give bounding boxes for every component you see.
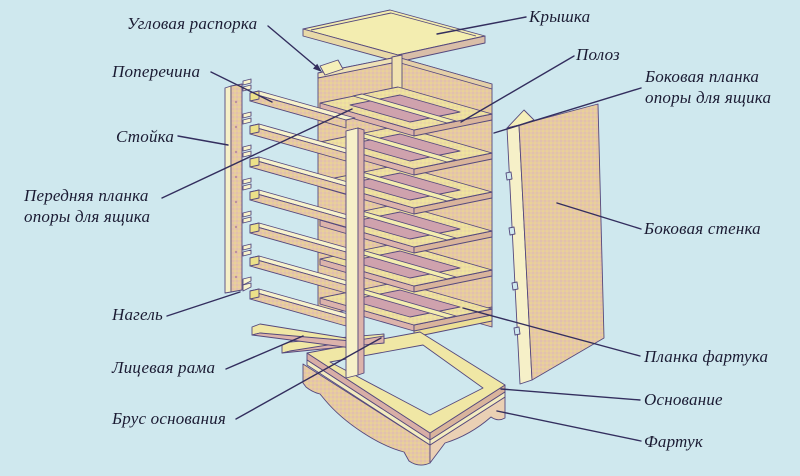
label-line: Боковая планка (645, 67, 760, 86)
leader-osnovanie (500, 388, 641, 401)
leader-planka-fartuka (462, 307, 641, 357)
label-brus-osnovaniya: Брус основания (112, 409, 227, 428)
label-litsevaya-rama: Лицевая рама (112, 358, 216, 377)
leader-bokovaya-stenka (556, 202, 642, 230)
leader-brus-osnovaniya (235, 337, 382, 420)
web-frame-3 (319, 164, 493, 215)
front-rail (249, 90, 356, 129)
side-panel-bokovaya-stenka (505, 103, 605, 385)
label-perednyaya-planka: Передняя планка опоры для ящика (24, 185, 150, 227)
leader-uglovaya-rasporka (267, 25, 320, 70)
leader-nagel (166, 291, 241, 317)
label-line: опоры для ящика (645, 88, 772, 107)
apron-fartuk-right (429, 396, 506, 464)
stile-stoyka (224, 83, 243, 294)
label-nagel: Нагель (112, 305, 163, 324)
label-poloz: Полоз (576, 45, 620, 64)
corner-brace-uglovaya-rasporka (319, 59, 344, 76)
arrowhead-uglovaya-rasporka (313, 63, 322, 72)
leader-litsevaya-rama (225, 335, 304, 370)
label-line: опоры для ящика (24, 207, 151, 226)
base-assembly (302, 331, 506, 466)
label-osnovanie: Основание (644, 390, 723, 409)
leader-lines (161, 16, 642, 442)
top-panel-kryshka (302, 9, 486, 63)
leader-poperechina (210, 71, 273, 103)
label-line: Передняя планка (24, 186, 149, 205)
leader-stoyka (177, 135, 229, 146)
face-frame-stile-litsevaya-rama (345, 127, 365, 379)
web-frame-1 (319, 86, 493, 137)
label-stoyka: Стойка (116, 127, 175, 146)
leader-perednyaya-planka (161, 108, 353, 199)
leader-fartuk (496, 410, 642, 442)
leader-bokovaya-planka (493, 87, 642, 134)
label-fartuk: Фартук (644, 432, 703, 451)
web-frame-5 (319, 242, 493, 293)
label-poperechina: Поперечина (112, 62, 201, 81)
label-bokovaya-stenka: Боковая стенка (644, 219, 761, 238)
front-rail (249, 156, 356, 195)
runner-poloz (352, 93, 457, 124)
dowels-nagel (242, 78, 252, 292)
leader-kryshka (436, 16, 527, 35)
label-uglovaya-rasporka: Угловая распорка (127, 14, 258, 33)
label-kryshka: Крышка (529, 7, 591, 26)
leader-poloz (460, 55, 575, 123)
apron-fartuk-left (302, 363, 431, 466)
label-planka-fartuka: Планка фартука (644, 347, 769, 366)
label-bokovaya-planka: Боковая планка опоры для ящика (645, 66, 771, 108)
front-rails-perednyaya-planka (249, 90, 356, 327)
